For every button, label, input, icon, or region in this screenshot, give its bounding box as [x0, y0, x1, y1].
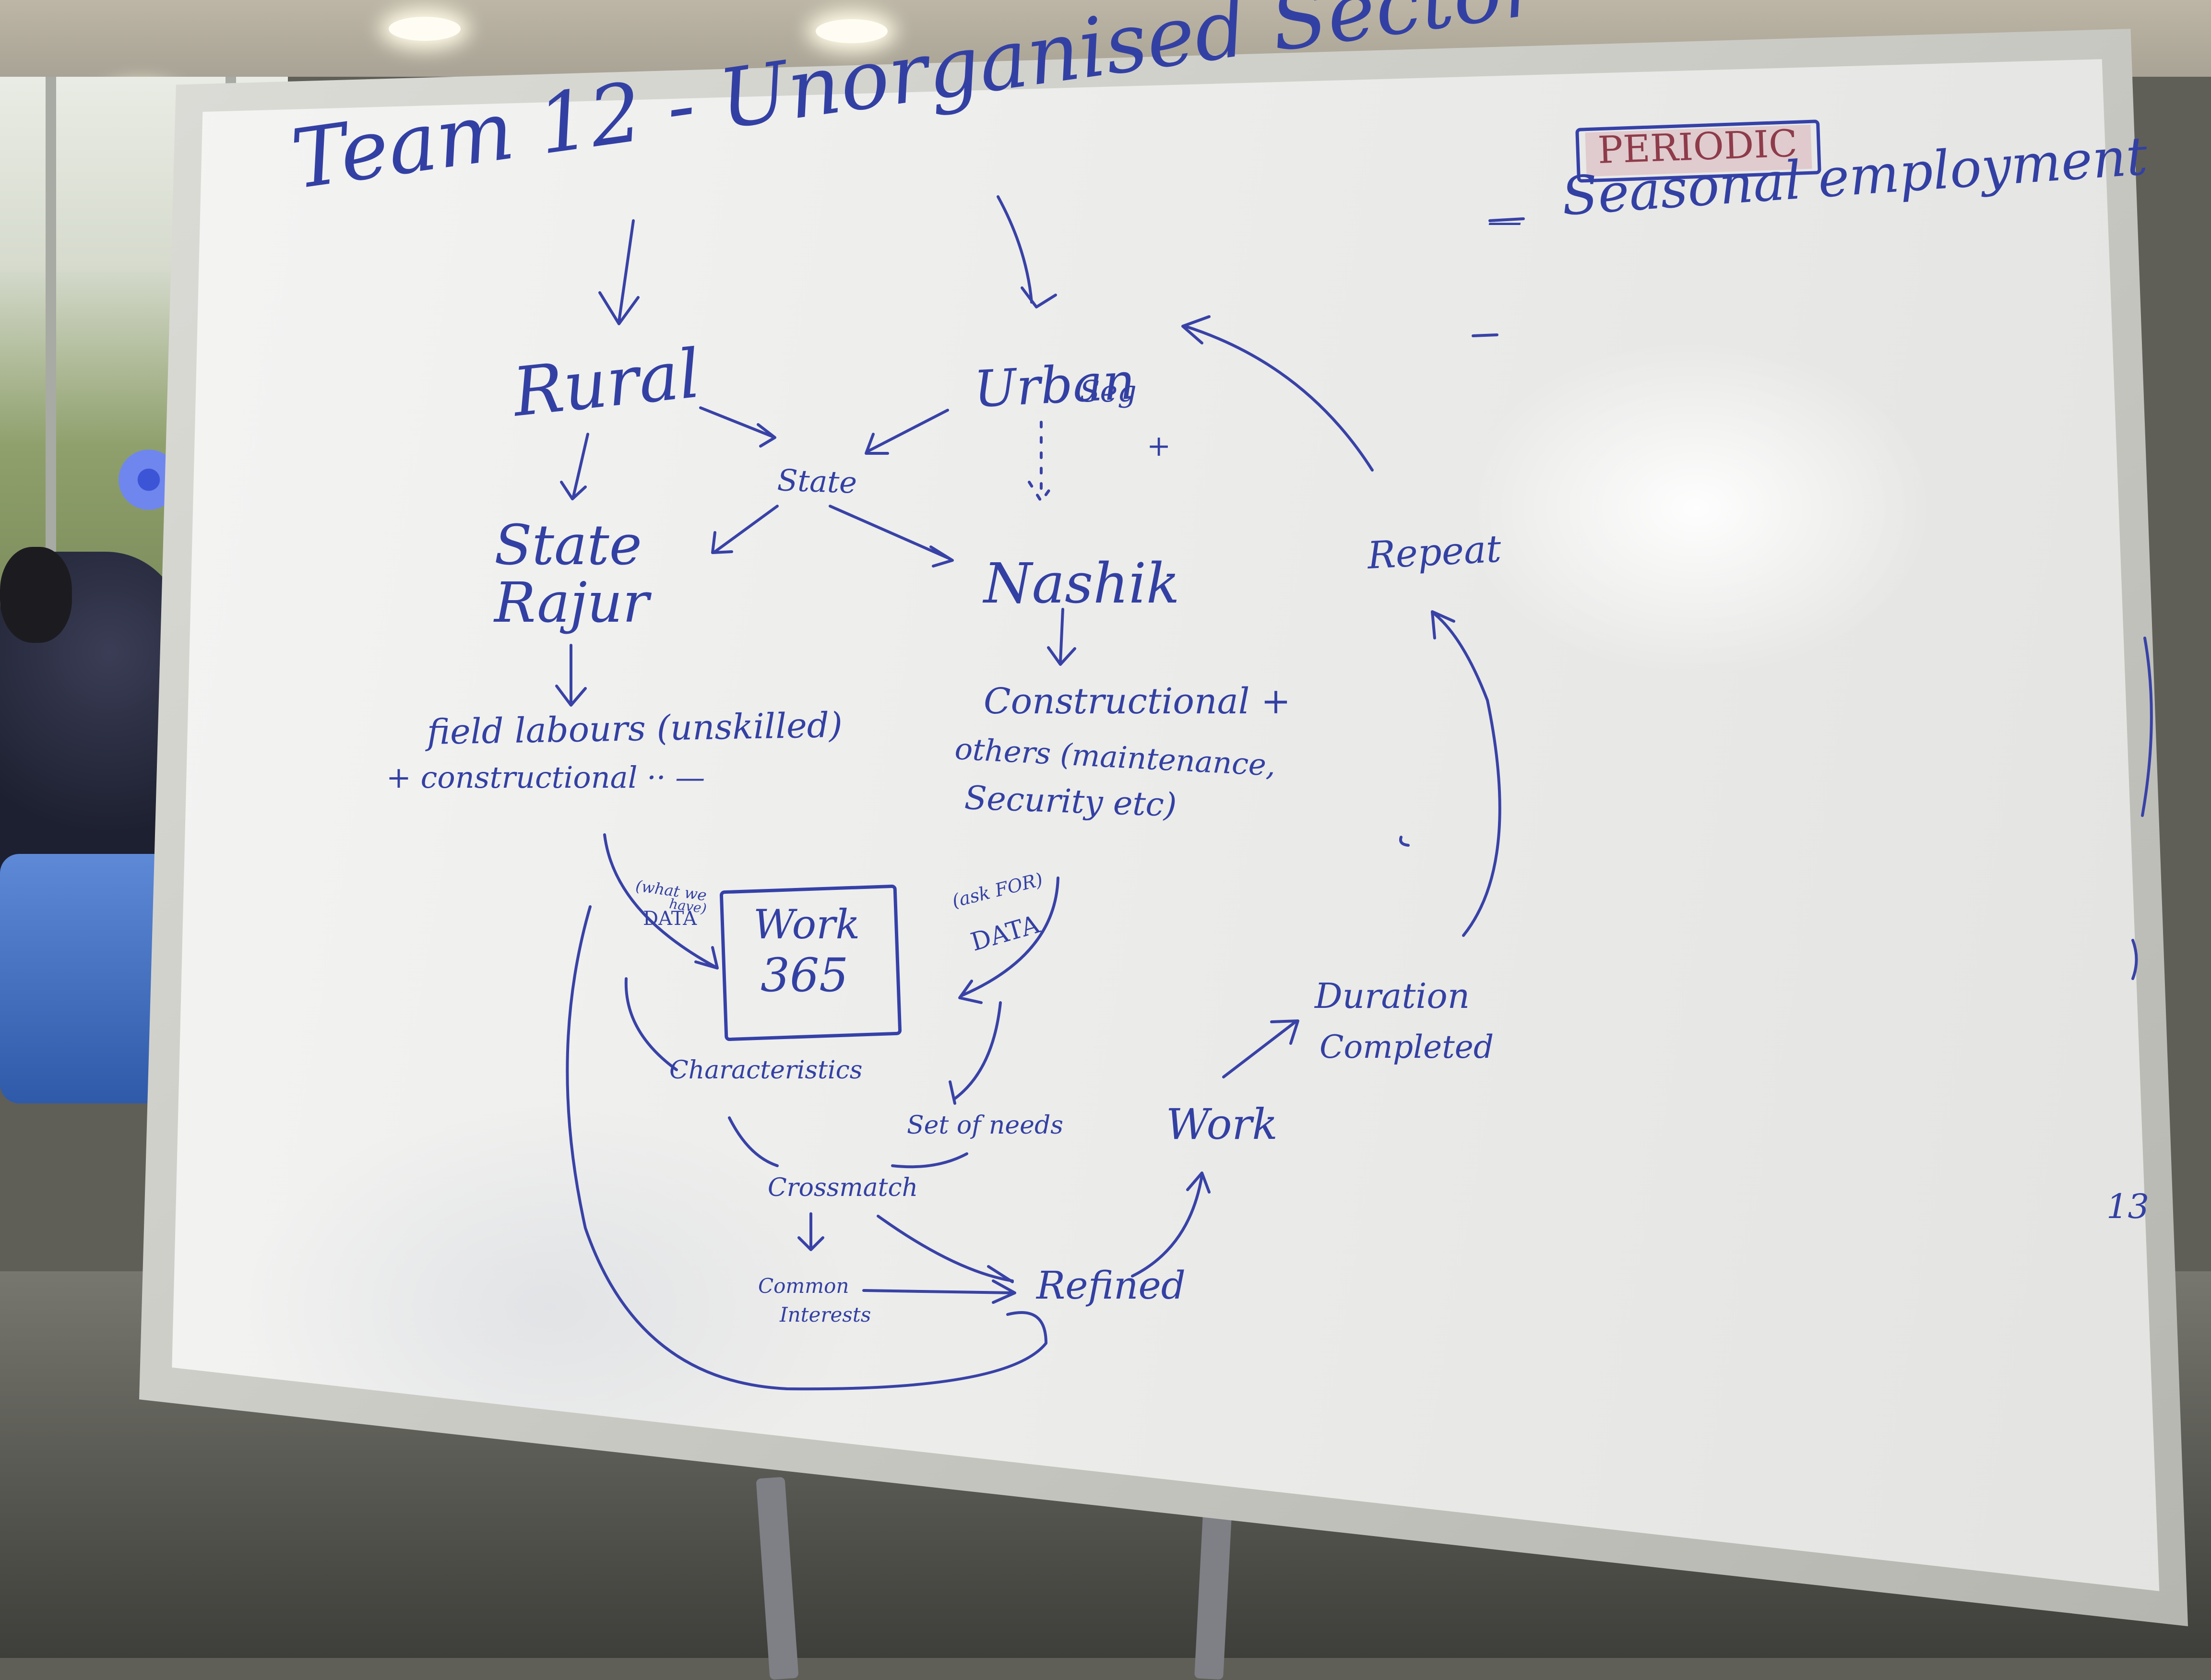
arrow-rajur-to-field	[555, 644, 587, 707]
plus-mark: +	[1147, 429, 1171, 463]
tick-mark	[1472, 333, 1498, 337]
node-urban-annotation: Seg	[1080, 374, 1137, 409]
node-crossmatch: Crossmatch	[768, 1173, 918, 1202]
arrow-nashik-to-construction	[1047, 608, 1076, 666]
node-state-middle: State	[776, 462, 858, 500]
arrow-crossmatch-to-refined	[877, 1215, 1014, 1283]
node-rural: Rural	[509, 334, 704, 432]
node-common-interests-line2: Interests	[780, 1303, 871, 1326]
margin-bracket	[2141, 637, 2153, 817]
arrow-needs-from-data	[949, 1001, 1002, 1105]
person-head	[0, 547, 72, 643]
arrow-state-to-staterajur	[711, 505, 779, 554]
arrow-title-to-rural	[598, 219, 640, 325]
arrow-repeat-to-urban	[1181, 315, 1374, 472]
construction-line1: Constructional +	[984, 681, 1291, 722]
field-labours-line1: field labours (unskilled)	[427, 704, 843, 752]
arrow-to-characteristics	[624, 977, 678, 1071]
node-duration-line2: Completed	[1319, 1029, 1494, 1065]
arrow-needs-to-crossmatch	[891, 1152, 968, 1169]
arrow-construction-to-work365	[958, 876, 1059, 1004]
arrow-refined-to-work	[1131, 1171, 1211, 1278]
arrow-duration-to-repeat	[1431, 610, 1501, 937]
margin-mark: 13	[2106, 1187, 2150, 1226]
dot-mark	[1399, 836, 1410, 847]
work365-line1: Work	[753, 901, 860, 948]
work365-line2: 365	[761, 948, 849, 1002]
arrow-urban-to-state	[865, 409, 949, 455]
note-data-left: DATA	[643, 908, 697, 930]
margin-bracket	[2131, 939, 2138, 980]
arrow-rural-to-state	[699, 406, 776, 448]
node-characteristics: Characteristics	[669, 1056, 863, 1085]
node-common-interests-line1: Common	[758, 1274, 849, 1298]
arrow-crossmatch-to-common	[797, 1212, 824, 1251]
node-nashik: Nashik	[984, 552, 1180, 616]
arrow-urban-to-nashik	[1028, 421, 1055, 503]
ceiling-light	[389, 17, 461, 41]
node-duration-line1: Duration	[1315, 976, 1470, 1016]
arrow-left-loop	[566, 905, 1047, 1391]
ceiling-light	[816, 19, 888, 43]
field-labours-line2: + constructional ·· —	[386, 760, 705, 795]
construction-line3: Security etc)	[963, 779, 1177, 825]
arrow-rural-to-staterajur	[560, 433, 589, 500]
node-rajur: Rajur	[494, 571, 649, 635]
arrow-state-to-nashik	[829, 505, 954, 568]
node-work: Work	[1166, 1100, 1278, 1149]
node-set-of-needs: Set of needs	[907, 1111, 1063, 1140]
arrow-field-to-work365	[603, 833, 719, 970]
window-frame-bar	[46, 77, 56, 604]
tag-dash: —	[1487, 201, 1522, 241]
node-repeat: Repeat	[1366, 527, 1502, 578]
node-state: State	[494, 513, 642, 578]
arrow-common-to-refined	[862, 1279, 1016, 1304]
node-refined: Refined	[1036, 1263, 1186, 1308]
whiteboard	[172, 59, 2160, 1591]
tick-mark	[1488, 217, 1525, 222]
arrow-work-to-duration	[1222, 1019, 1299, 1078]
arrow-title-to-urban	[997, 195, 1057, 308]
blue-chair	[0, 854, 173, 1103]
arrow-characteristics-to-crossmatch	[728, 1116, 779, 1167]
